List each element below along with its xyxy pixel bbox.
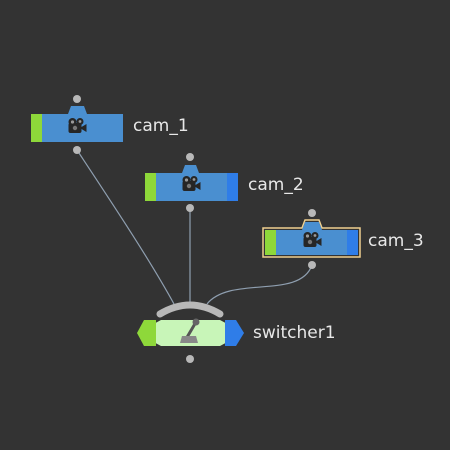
- input-connector[interactable]: [73, 95, 81, 103]
- render-flag[interactable]: [227, 173, 238, 201]
- render-flag[interactable]: [347, 230, 358, 255]
- input-connector[interactable]: [308, 209, 316, 217]
- node-label-switcher1: switcher1: [253, 323, 336, 343]
- output-connector[interactable]: [308, 261, 316, 269]
- display-flag[interactable]: [137, 320, 156, 346]
- node-label-cam-1: cam_1: [133, 116, 189, 136]
- connection-wires: [76, 149, 313, 305]
- node-label-cam-2: cam_2: [248, 175, 304, 195]
- node-switcher1[interactable]: [137, 301, 244, 363]
- render-flag[interactable]: [225, 320, 244, 346]
- input-connector[interactable]: [186, 153, 194, 161]
- display-flag[interactable]: [265, 230, 276, 255]
- output-connector[interactable]: [186, 355, 194, 363]
- display-flag[interactable]: [145, 173, 156, 201]
- selection-outline: [262, 219, 361, 258]
- display-flag[interactable]: [31, 114, 42, 142]
- wire-cam3-to-switcher[interactable]: [206, 264, 313, 305]
- output-connector[interactable]: [73, 146, 81, 154]
- node-cam-1[interactable]: [31, 95, 123, 154]
- wire-cam1-to-switcher[interactable]: [76, 149, 175, 305]
- node-cam-3[interactable]: [262, 209, 361, 269]
- output-connector[interactable]: [186, 204, 194, 212]
- node-cam-2[interactable]: [145, 153, 238, 212]
- switch-lever-icon: [180, 318, 200, 343]
- node-label-cam-3: cam_3: [368, 231, 424, 251]
- multi-input-connector[interactable]: [156, 301, 224, 318]
